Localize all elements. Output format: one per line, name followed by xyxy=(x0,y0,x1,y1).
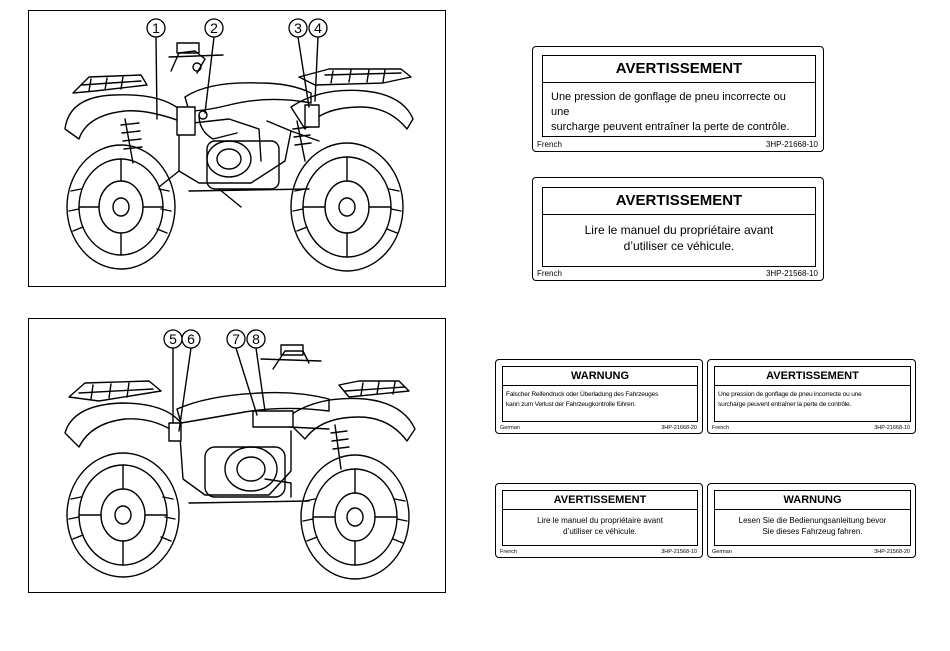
callout-4: 4 xyxy=(314,20,322,36)
label-language: French xyxy=(537,269,562,278)
label-text-line-1: Falscher Reifendruck oder Überladung des… xyxy=(506,391,659,398)
label-part-code: 3HP-21568-10 xyxy=(661,549,697,555)
label-language: French xyxy=(500,549,518,555)
label-heading: WARNUNG xyxy=(503,367,697,386)
label-part-code: 3HP-21668-10 xyxy=(765,140,818,149)
callout-7: 7 xyxy=(232,331,240,347)
callout-3: 3 xyxy=(294,20,302,36)
callout-1: 1 xyxy=(152,20,160,36)
label-heading: AVERTISSEMENT xyxy=(543,56,815,83)
label-text-line-2: kann zum Verlust der Fahrzeugkontrolle f… xyxy=(506,401,636,408)
warning-label-tire-pressure-french: AVERTISSEMENT Une pression de gonflage d… xyxy=(532,46,824,152)
label-text-line-1: Lire le manuel du propriétaire avant xyxy=(584,223,774,237)
label-text-line-2: surcharge peuvent entraîner la perte de … xyxy=(551,121,790,133)
label-heading: WARNUNG xyxy=(715,491,910,510)
label-part-code: 3HP-21568-20 xyxy=(874,549,910,555)
label-language: German xyxy=(500,425,520,431)
label-text-line-2: surcharge peuvent entraîner la perte de … xyxy=(718,401,852,408)
label-text-line-1: Lesen Sie die Bedienungsanleitung bevor xyxy=(738,516,887,525)
warning-label-owners-manual-french-small: AVERTISSEMENT Lire le manuel du propriét… xyxy=(495,483,703,558)
label-text-line-1: Une pression de gonflage de pneu incorre… xyxy=(551,91,786,118)
label-language: French xyxy=(712,425,730,431)
callout-5: 5 xyxy=(169,331,177,347)
label-text-line-2: Sie dieses Fahrzeug fahren. xyxy=(762,527,863,536)
callout-6: 6 xyxy=(187,331,195,347)
label-heading: AVERTISSEMENT xyxy=(503,491,697,510)
label-text-line-2: d’utiliser ce véhicule. xyxy=(623,239,735,253)
label-text-line-1: Lire le manuel du propriétaire avant xyxy=(537,516,663,525)
atv-illustration-right-side: 5 6 7 8 xyxy=(28,318,446,593)
label-part-code: 3HP-21668-10 xyxy=(874,425,910,431)
label-part-code: 3HP-21668-20 xyxy=(661,425,697,431)
label-part-code: 3HP-21568-10 xyxy=(765,269,818,278)
atv-drawing-left-side: 1 2 3 4 xyxy=(64,18,414,272)
label-text-line-2: d’utiliser ce véhicule. xyxy=(563,527,637,536)
label-heading: AVERTISSEMENT xyxy=(715,367,910,386)
atv-illustration-left-side: 1 2 3 4 xyxy=(28,10,446,287)
warning-label-tire-pressure-german: WARNUNG Falscher Reifendruck oder Überla… xyxy=(495,359,703,434)
label-language: French xyxy=(537,140,562,149)
warning-label-owners-manual-german: WARNUNG Lesen Sie die Bedienungsanleitun… xyxy=(707,483,916,558)
callout-8: 8 xyxy=(252,331,260,347)
warning-label-owners-manual-french: AVERTISSEMENT Lire le manuel du propriét… xyxy=(532,177,824,281)
label-language: German xyxy=(712,549,732,555)
atv-drawing-right-side: 5 6 7 8 xyxy=(64,329,416,580)
warning-label-tire-pressure-french-small: AVERTISSEMENT Une pression de gonflage d… xyxy=(707,359,916,434)
callout-2: 2 xyxy=(210,20,218,36)
label-text-line-1: Une pression de gonflage de pneu incorre… xyxy=(718,391,862,398)
label-heading: AVERTISSEMENT xyxy=(543,188,815,215)
